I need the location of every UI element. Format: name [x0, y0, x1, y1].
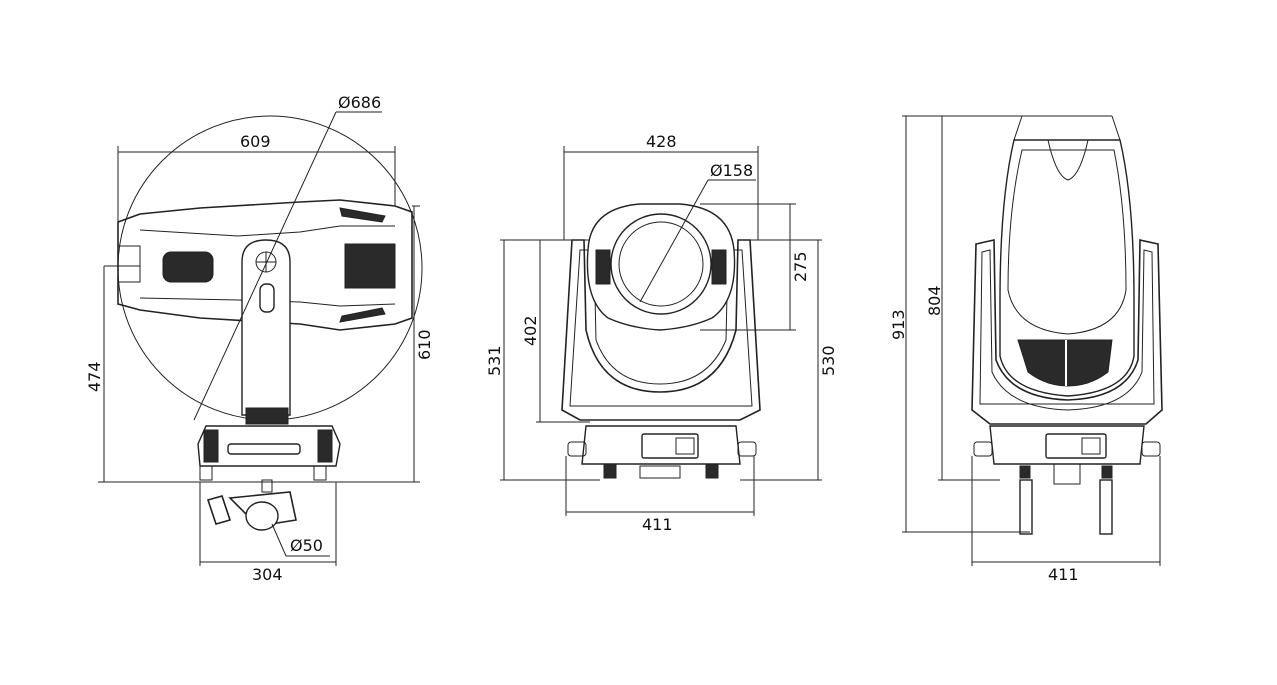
dim-side-head-width: 609	[240, 132, 271, 151]
yoke-arm	[241, 239, 291, 416]
dim-back-head-height: 804	[925, 285, 944, 316]
front-view	[561, 203, 761, 479]
head-body	[117, 199, 413, 331]
front-lens-inner	[618, 221, 704, 307]
back-dimensions: 913 804 411	[889, 115, 1161, 584]
dim-back-overall-height: 913	[889, 309, 908, 340]
yoke-bottom	[245, 407, 289, 425]
front-dimensions: 428 Ø158 402 531 275 530 411	[485, 132, 838, 534]
dim-front-total-height-right: 530	[819, 345, 838, 376]
side-grill-left	[162, 251, 214, 283]
dim-swing-diameter: Ø686	[338, 93, 381, 112]
back-display	[1045, 433, 1107, 459]
back-head	[999, 139, 1135, 397]
dim-front-yoke-height: 402	[521, 315, 540, 346]
front-display	[641, 433, 699, 459]
side-view	[104, 115, 423, 531]
dim-back-base-width: 411	[1048, 565, 1079, 584]
clamp	[206, 479, 297, 531]
dim-front-total-height-left: 531	[485, 345, 504, 376]
dim-front-lens-housing: 275	[791, 251, 810, 282]
dim-side-total-height: 610	[415, 329, 434, 360]
dim-front-base-width: 411	[642, 515, 673, 534]
side-grill-right	[344, 243, 396, 289]
dim-side-base-width: 304	[252, 565, 283, 584]
back-yoke	[971, 239, 1163, 425]
dim-clamp-diameter: Ø50	[290, 536, 323, 555]
back-view	[971, 115, 1163, 535]
dim-front-lens-diameter: Ø158	[710, 161, 753, 180]
dim-side-axis-height: 474	[85, 361, 104, 392]
side-dimensions: 609 Ø686 474 610 Ø50 304	[85, 93, 434, 584]
dim-front-head-width: 428	[646, 132, 677, 151]
